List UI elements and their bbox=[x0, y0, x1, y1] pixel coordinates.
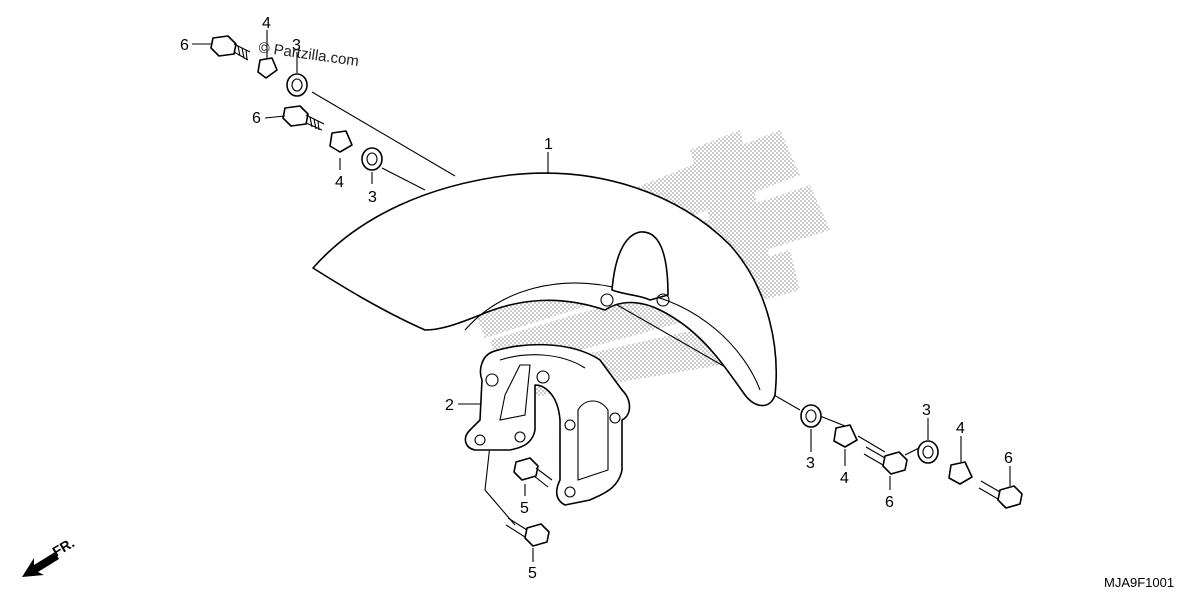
grommet-3-right-outer bbox=[917, 440, 939, 464]
grommet-3-right-inner bbox=[800, 404, 822, 428]
collar-4-middle-left bbox=[329, 130, 353, 153]
callout-6: 6 bbox=[885, 494, 894, 511]
bolt-6-right-inner bbox=[863, 446, 908, 475]
callout-4: 4 bbox=[840, 470, 849, 487]
callout-3: 3 bbox=[806, 455, 815, 472]
grommet-3-upper-left bbox=[286, 73, 308, 97]
collar-4-upper-left bbox=[257, 57, 278, 79]
callout-4: 4 bbox=[262, 15, 271, 32]
callout-3: 3 bbox=[292, 37, 301, 54]
front-fender bbox=[312, 172, 777, 407]
bolt-6-upper-left bbox=[210, 35, 251, 61]
callout-3: 3 bbox=[922, 402, 931, 419]
diagram-code: MJA9F1001 bbox=[1104, 575, 1174, 590]
grommet-3-middle-left bbox=[361, 147, 383, 171]
callout-1: 1 bbox=[544, 136, 553, 153]
bolt-6-middle-left bbox=[282, 105, 325, 131]
callout-6: 6 bbox=[252, 110, 261, 127]
callout-numbers: 6 4 3 6 4 3 1 2 5 5 3 4 6 3 4 6 bbox=[180, 15, 1013, 582]
bolt-5-upper bbox=[513, 457, 553, 488]
bolt-5-lower bbox=[505, 517, 550, 547]
callout-6: 6 bbox=[180, 37, 189, 54]
front-direction-arrow: FR. bbox=[22, 534, 77, 577]
fender-stay bbox=[464, 343, 631, 506]
callout-4: 4 bbox=[956, 420, 965, 437]
callout-5: 5 bbox=[528, 565, 537, 582]
callout-leaders bbox=[192, 30, 1011, 562]
bolt-6-right-outer bbox=[978, 480, 1023, 509]
callout-3: 3 bbox=[368, 189, 377, 206]
callout-2: 2 bbox=[445, 397, 454, 414]
callout-4: 4 bbox=[335, 174, 344, 191]
collar-4-right-outer bbox=[948, 461, 973, 485]
collar-4-right-inner bbox=[833, 424, 858, 448]
callout-6: 6 bbox=[1004, 450, 1013, 467]
callout-5: 5 bbox=[520, 500, 529, 517]
